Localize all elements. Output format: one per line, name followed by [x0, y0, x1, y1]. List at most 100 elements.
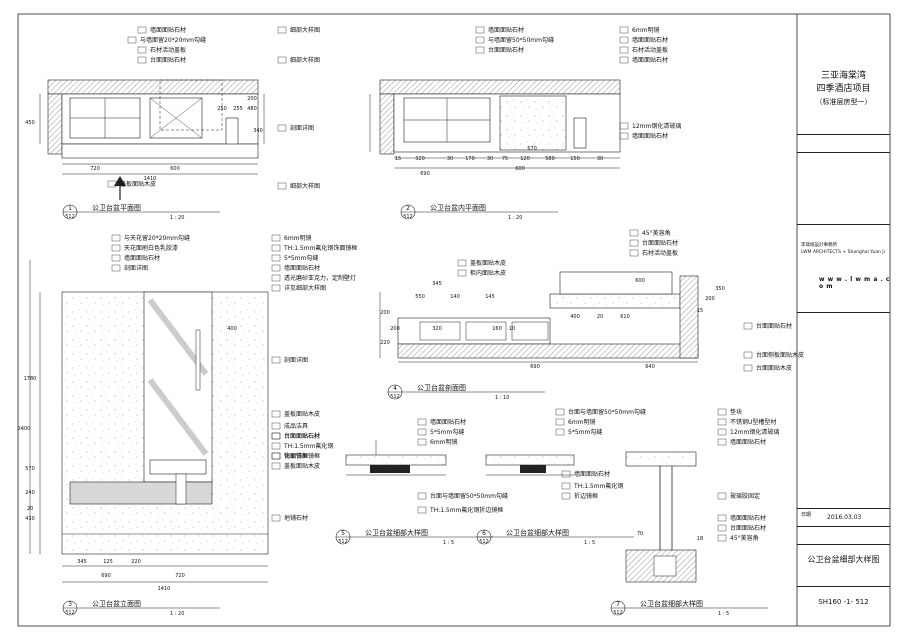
material-tag: [271, 254, 281, 262]
tb-divider-2: [797, 152, 890, 153]
annotation-note: 墙面面贴石材: [488, 26, 524, 34]
view-title: 公卫台盆细部大样图: [640, 599, 703, 608]
dimension-text: 125: [103, 559, 113, 565]
annotation-note: 台面面贴石材: [150, 56, 186, 64]
dimension-text: 690: [420, 171, 430, 177]
annotation-note: TH:1.5mm氟化钢: [573, 482, 623, 490]
material-tag: [561, 482, 571, 490]
annotation-note: TH:1.5mm氟化钢: [283, 442, 333, 450]
view-scale: 1 : 20: [170, 215, 184, 221]
annotation-note: 12mm钢化清玻璃: [632, 122, 681, 130]
material-tag: [743, 351, 753, 359]
project-line-2: 四季酒店项目: [816, 84, 871, 94]
dimension-text: 345: [432, 281, 442, 287]
dimension-text: 1780: [24, 376, 37, 382]
material-tag: [717, 514, 727, 522]
dimension-text: 140: [450, 294, 460, 300]
firm-name-cn: 李瑋珉設計事務所: [801, 243, 837, 248]
view-4-section: [379, 271, 699, 363]
view-title: 公卫台盆细部大样图: [365, 528, 428, 537]
drawing-number: SH160 -1- 512: [818, 598, 869, 606]
dimension-text: 600: [635, 278, 645, 284]
material-tag: [619, 46, 629, 54]
material-tag: [271, 514, 281, 522]
view-sheet-ref: 512: [65, 214, 75, 220]
annotation-note: 详见细部大样图: [284, 284, 326, 292]
material-tag: [277, 26, 287, 34]
material-tag: [111, 234, 121, 242]
annotation-note: 与天花留20*20mm勾缝: [124, 234, 190, 242]
dimension-text: 690: [101, 573, 111, 579]
project-title: 三亚海棠湾 四季酒店项目 （标准层房型一）: [797, 70, 890, 109]
material-tag: [475, 46, 485, 54]
material-tag: [555, 408, 565, 416]
material-tag: [717, 534, 727, 542]
material-tag: [271, 244, 281, 252]
annotation-note: 成品洁具: [284, 422, 308, 430]
dimension-text: 720: [175, 573, 185, 579]
material-tag: [271, 356, 281, 364]
material-tag: [271, 422, 281, 430]
annotation-note: 折边镜框: [574, 492, 598, 500]
view-3-elevation: [29, 260, 269, 583]
annotation-note: 台面侧板面贴木皮: [756, 351, 804, 359]
dimension-text: 10: [509, 326, 515, 332]
view-2-inner-plan: [369, 79, 621, 169]
firm-name-en: LWM ARCHITECTS + Shanghai Yuan Ji: [801, 250, 885, 255]
material-tag: [717, 418, 727, 426]
view-scale: 1 : 5: [718, 611, 729, 617]
view-scale: 1 : 5: [584, 540, 595, 546]
view-title: 公卫台盆内平面图: [430, 203, 486, 212]
project-line-1: 三亚海棠湾: [820, 71, 866, 81]
material-tag: [629, 249, 639, 257]
view-title: 公卫台盆立面图: [92, 599, 141, 608]
tb-divider-3: [797, 224, 890, 225]
view-1-plan: [39, 79, 265, 200]
view-number: 1: [68, 205, 72, 212]
dimension-text: 690: [530, 364, 540, 370]
dimension-text: 30: [447, 156, 453, 162]
annotation-note: 墙面面贴石材: [730, 514, 766, 522]
dimension-text: 1410: [158, 586, 171, 592]
annotation-note: 45°美容角: [730, 534, 759, 542]
material-tag: [271, 432, 281, 440]
material-tag: [271, 284, 281, 292]
material-tag: [743, 322, 753, 330]
firm-name: 李瑋珉設計事務所 LWM ARCHITECTS + Shanghai Yuan …: [801, 242, 890, 256]
dimension-text: 600: [515, 166, 525, 172]
material-tag: [277, 56, 287, 64]
annotation-note: 台面面贴石材: [284, 432, 320, 440]
dimension-text: 160: [492, 326, 502, 332]
material-tag: [619, 56, 629, 64]
dimension-text: 18: [697, 536, 703, 542]
annotation-note: 台面面贴石材: [642, 239, 678, 247]
annotation-note: 细部大样图: [290, 56, 320, 64]
firm-website: w w w . l w m a . c o m: [819, 276, 890, 290]
annotation-note: 6mm明镜: [632, 26, 660, 34]
annotation-note: 不锈钢U型槽型材: [730, 418, 776, 426]
annotation-note: 盖板面贴木皮: [120, 180, 156, 188]
view-number: 5: [341, 530, 345, 537]
project-line-3: （标准层房型一）: [815, 98, 872, 106]
annotation-note: 台面面贴石材: [730, 524, 766, 532]
annotation-note: 与墙面留20*20mm勾缝: [140, 36, 206, 44]
view-7-detail: [625, 451, 697, 583]
dimension-text: 340: [253, 128, 263, 134]
dimension-text: 1410: [144, 176, 157, 182]
annotation-note: TH:1.5mm氟化钢折边镜框: [429, 506, 503, 514]
material-tag: [137, 46, 147, 54]
annotation-note: 墙面面贴石材: [150, 26, 186, 34]
drawing-title: 公卫台盆细部大样图: [807, 555, 880, 564]
annotation-note: 饰面镜框: [284, 452, 308, 460]
tb-divider-1: [797, 134, 890, 135]
annotation-note: 化钢饰面镜框: [284, 452, 320, 460]
dimension-text: 240: [25, 490, 35, 496]
view-5-detail: [345, 440, 447, 476]
material-tag: [417, 438, 427, 446]
material-tag: [619, 26, 629, 34]
material-tag: [619, 122, 629, 130]
annotation-note: 台面面贴石材: [756, 322, 792, 330]
dimension-text: 2400: [18, 426, 31, 432]
tb-divider-5: [797, 508, 890, 509]
